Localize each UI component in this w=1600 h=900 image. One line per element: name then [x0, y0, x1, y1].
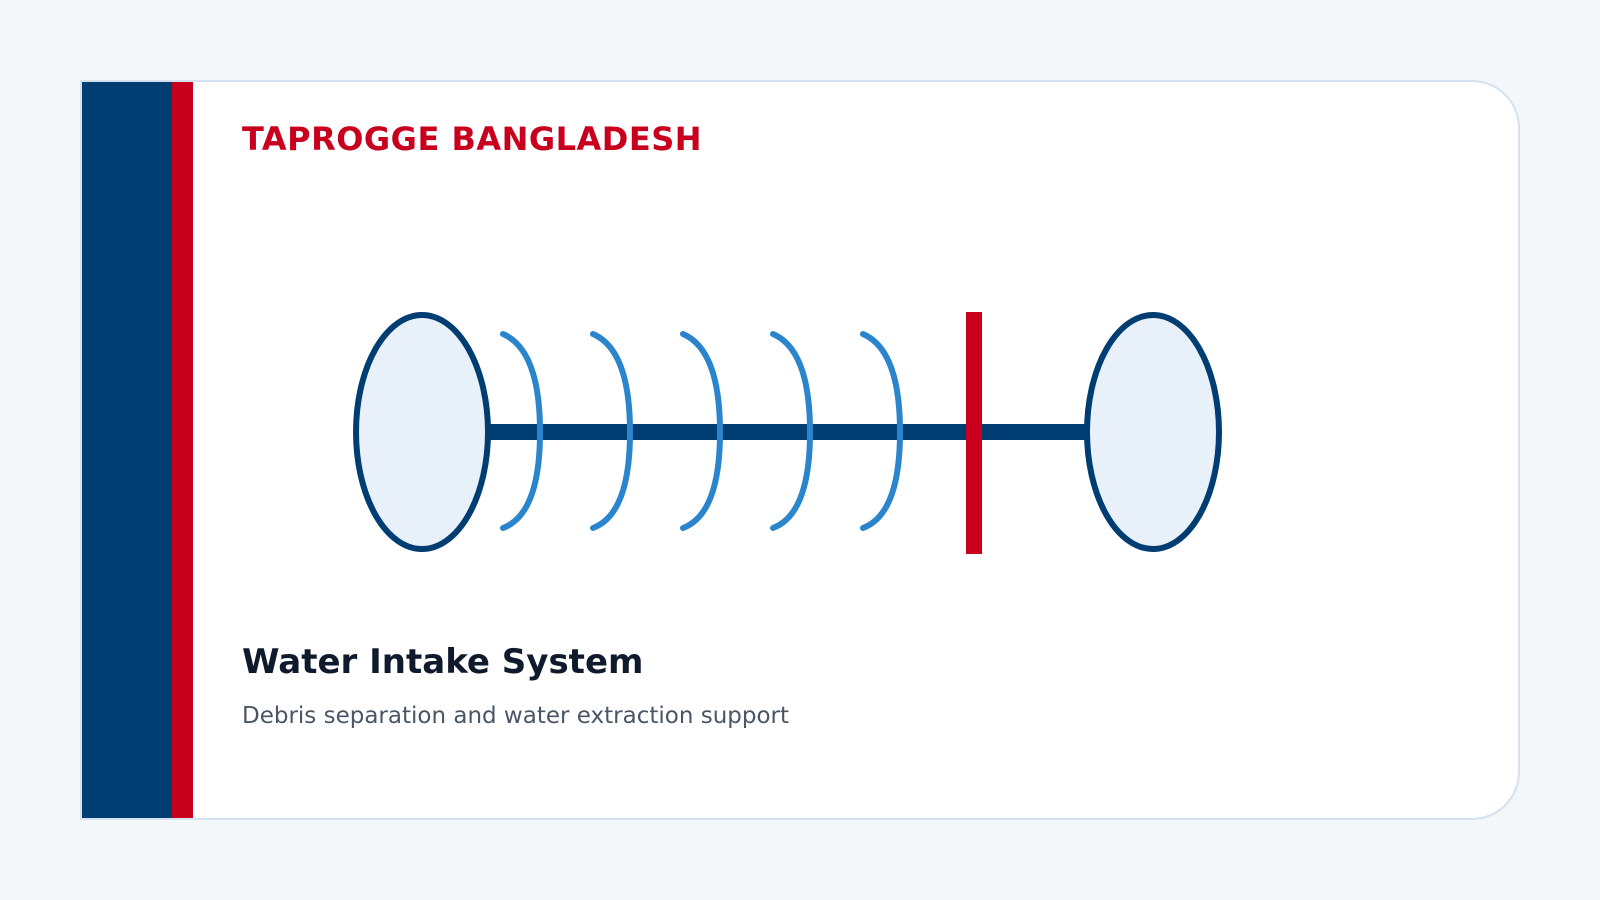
brand-card: TAPROGGE BANGLADESH Water Intake System … [80, 80, 1520, 820]
flow-wave-icon [680, 331, 724, 531]
flow-waves [500, 331, 904, 531]
separation-screen-icon [966, 312, 982, 554]
water-intake-diagram [353, 312, 1222, 554]
outlet-vessel-icon [1084, 312, 1222, 552]
intake-vessel-icon [353, 312, 491, 552]
diagram-subtitle: Debris separation and water extraction s… [242, 703, 790, 729]
flow-wave-icon [500, 331, 544, 531]
diagram-title: Water Intake System [242, 642, 644, 682]
flow-wave-icon [860, 331, 904, 531]
flow-wave-icon [770, 331, 814, 531]
accent-stripe-navy [82, 82, 172, 818]
accent-stripe-red [172, 82, 193, 818]
flow-wave-icon [590, 331, 634, 531]
brand-name: TAPROGGE BANGLADESH [242, 120, 703, 158]
